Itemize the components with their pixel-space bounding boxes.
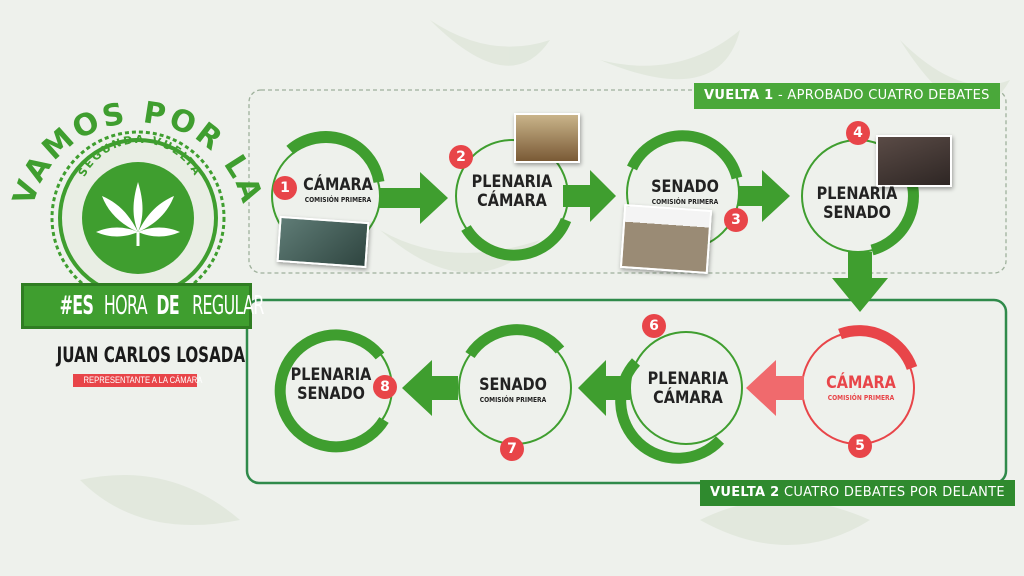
- vuelta2-frame: [245, 298, 1008, 485]
- vuelta2-bold: VUELTA 2: [710, 485, 780, 500]
- photo-senado-comision: [619, 204, 713, 274]
- step-5-badge: 5: [848, 434, 872, 458]
- vuelta1-bold: VUELTA 1: [704, 88, 774, 103]
- step-8-badge: 8: [373, 375, 397, 399]
- vuelta2-label: VUELTA 2 CUATRO DEBATES POR DELANTE: [700, 480, 1015, 506]
- step-7-badge: 7: [500, 437, 524, 461]
- photo-plenaria-camara: [514, 113, 580, 163]
- step-3-label: SENADO COMISIÓN PRIMERA: [651, 177, 719, 207]
- photo-camara-comision: [276, 215, 370, 269]
- arrow-5-6: [746, 360, 804, 416]
- person-name: JUAN CARLOS LOSADA: [56, 343, 246, 367]
- vuelta1-label: VUELTA 1 - APROBADO CUATRO DEBATES: [694, 83, 1000, 109]
- arrow-7-8: [402, 360, 458, 416]
- vuelta1-frame: [248, 89, 1007, 274]
- step-3-badge: 3: [724, 208, 748, 232]
- step-7-label: SENADO COMISIÓN PRIMERA: [479, 375, 547, 405]
- photo-plenaria-senado: [876, 135, 952, 187]
- arrow-2-3: [563, 170, 616, 222]
- hashtag-banner: #ES HORA DE REGULAR: [21, 283, 265, 329]
- step-6-badge: 6: [642, 314, 666, 338]
- arrow-3-4: [738, 170, 790, 222]
- hashtag-part4: REGULAR: [192, 291, 265, 321]
- step-1-badge: 1: [273, 176, 297, 200]
- step-2-badge: 2: [449, 145, 473, 169]
- arrow-1-2: [379, 172, 448, 224]
- hashtag-part3: DE: [156, 291, 180, 321]
- step-4-badge: 4: [846, 121, 870, 145]
- hashtag-part1: #ES: [59, 291, 94, 321]
- vuelta2-rest: CUATRO DEBATES POR DELANTE: [779, 485, 1005, 500]
- step-5-label: CÁMARA COMISIÓN PRIMERA: [826, 373, 896, 403]
- step-1-label: CÁMARA COMISIÓN PRIMERA: [303, 175, 373, 205]
- hashtag-part2: HORA: [104, 291, 148, 321]
- cannabis-leaf-icon: [96, 182, 180, 246]
- vuelta1-rest: - APROBADO CUATRO DEBATES: [773, 88, 990, 103]
- person-role: REPRESENTANTE A LA CÁMARA: [73, 374, 202, 387]
- arrow-6-7: [578, 360, 630, 416]
- arrow-4-5: [832, 252, 888, 312]
- logo: VAMOS POR LA SEGUNDA VUELTA: [6, 95, 267, 306]
